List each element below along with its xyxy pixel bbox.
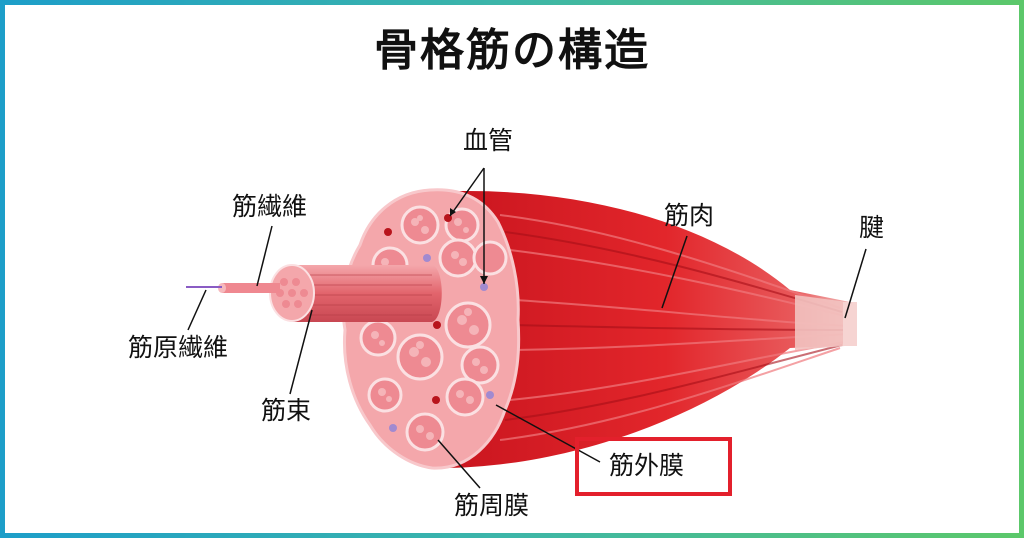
label-perimysium: 筋周膜: [454, 491, 530, 520]
label-epimysium: 筋外膜: [609, 451, 685, 480]
blood-vessel-dots: [384, 214, 494, 432]
fascicle-face-dots: [276, 278, 308, 308]
leader-lines: [187, 167, 867, 489]
leader-arrowheads: [450, 208, 488, 284]
label-fascicle: 筋束: [261, 396, 312, 425]
label-tendon: 腱: [859, 213, 885, 242]
muscle-belly: [432, 191, 857, 469]
tendon-end: [843, 302, 857, 346]
highlight-box: [575, 437, 732, 496]
fascicle-cylinder: [292, 265, 442, 322]
muscle-fiber-strand: [222, 283, 280, 293]
tendon: [795, 295, 857, 350]
label-blood-vessel: 血管: [463, 126, 514, 155]
page-title: 骨格筋の構造: [374, 25, 650, 76]
fascicle-cylinder-lines: [300, 274, 432, 316]
label-muscle: 筋肉: [664, 201, 715, 230]
label-myofibril: 筋原繊維: [128, 333, 229, 362]
fibre-dots: [371, 215, 488, 440]
label-muscle-fiber: 筋繊維: [232, 192, 308, 221]
